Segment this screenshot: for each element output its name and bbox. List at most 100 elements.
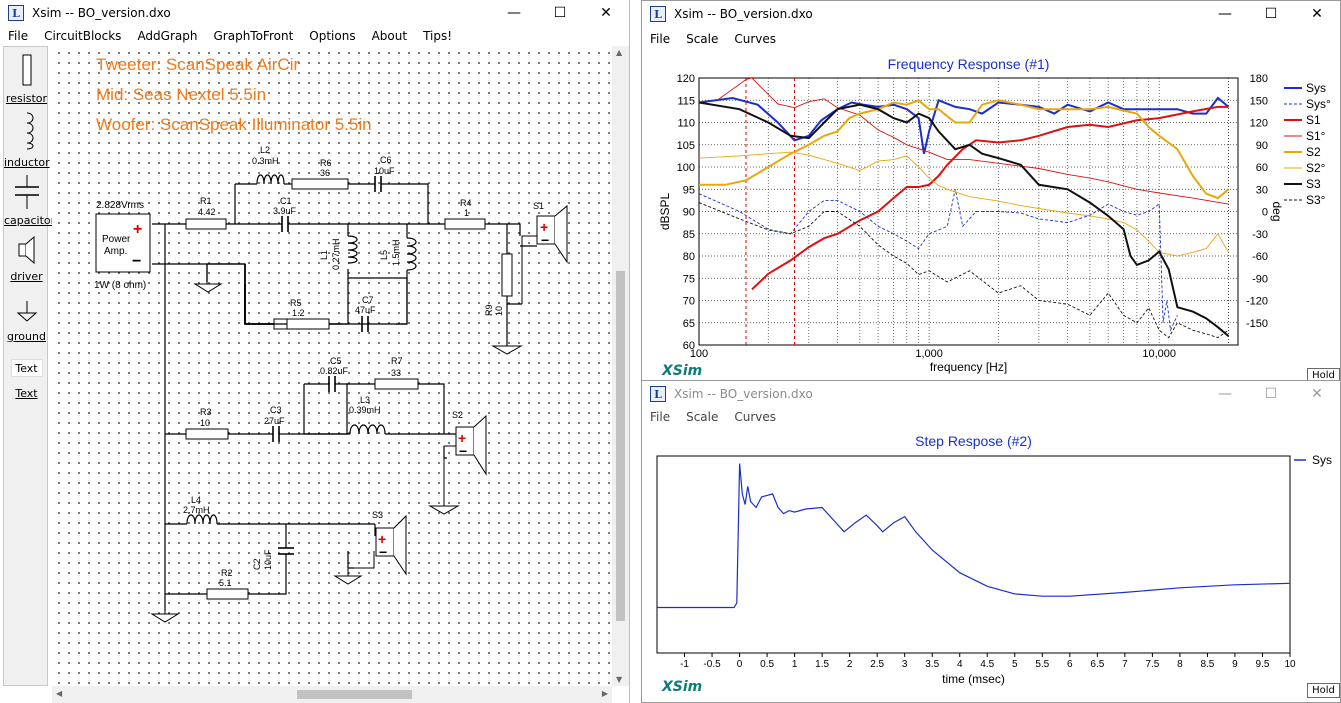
y-tick-label: 90 bbox=[683, 207, 695, 219]
maximize-button[interactable]: ☐ bbox=[553, 5, 567, 21]
palette-text[interactable]: Text Text bbox=[4, 359, 49, 400]
palette-driver[interactable]: driver bbox=[4, 235, 49, 283]
vertical-scrollbar[interactable]: ▲ ▼ bbox=[612, 46, 629, 686]
horizontal-scroll-thumb[interactable] bbox=[297, 690, 412, 699]
scroll-left-icon[interactable]: ◀ bbox=[56, 689, 63, 698]
menu-tips[interactable]: Tips! bbox=[423, 28, 453, 43]
close-button[interactable]: ✕ bbox=[1311, 386, 1323, 402]
series-line-s2-phase bbox=[699, 151, 1229, 257]
minimize-button[interactable]: — bbox=[1218, 6, 1232, 22]
menu-graphtofront[interactable]: GraphToFront bbox=[213, 28, 294, 43]
text-tool-button[interactable]: Text bbox=[10, 359, 43, 377]
palette-ground[interactable]: ground bbox=[4, 299, 49, 343]
vertical-scroll-thumb[interactable] bbox=[616, 271, 625, 621]
maximize-button[interactable]: ☐ bbox=[1264, 386, 1278, 402]
capacitor-c7[interactable] bbox=[361, 316, 369, 332]
wires bbox=[152, 183, 537, 611]
amp-voltage: 2.828Vrms bbox=[96, 200, 144, 211]
scroll-up-icon[interactable]: ▲ bbox=[616, 48, 623, 57]
close-button[interactable]: ✕ bbox=[600, 5, 612, 21]
inductor-l1[interactable] bbox=[347, 235, 358, 264]
resistor-r4[interactable] bbox=[444, 218, 486, 230]
menu-file[interactable]: File bbox=[650, 31, 671, 46]
chart-title: Step Respose (#2) bbox=[915, 433, 1032, 449]
horizontal-scrollbar[interactable]: ◀ ▶ bbox=[52, 686, 612, 703]
menu-addgraph[interactable]: AddGraph bbox=[137, 28, 198, 43]
palette-resistor[interactable]: resistor bbox=[4, 53, 49, 105]
inductor-l3[interactable] bbox=[349, 424, 386, 435]
power-amp[interactable]: 2.828Vrms Power Amp. + − 1W (8 ohm) bbox=[94, 200, 151, 291]
svg-text:1: 1 bbox=[464, 208, 469, 218]
menu-file[interactable]: File bbox=[8, 28, 29, 43]
menu-scale[interactable]: Scale bbox=[686, 409, 719, 424]
capacitor-c5[interactable] bbox=[323, 376, 340, 392]
inductor-l5[interactable] bbox=[406, 237, 417, 271]
minimize-button[interactable]: — bbox=[1218, 386, 1232, 402]
inductor-l4[interactable] bbox=[186, 514, 218, 525]
svg-text:+: + bbox=[133, 221, 142, 238]
svg-text:10: 10 bbox=[494, 306, 504, 316]
y2-tick-label: -150 bbox=[1246, 318, 1268, 330]
menu-file[interactable]: File bbox=[650, 409, 671, 424]
driver-s3[interactable]: S3 + − bbox=[372, 510, 407, 576]
legend-label-s3: S3 bbox=[1306, 177, 1321, 191]
x-tick-label: 1 bbox=[792, 659, 798, 670]
r8-row: R8 bbox=[244, 284, 287, 325]
capacitor-c1[interactable] bbox=[277, 216, 292, 232]
svg-text:C1: C1 bbox=[280, 196, 292, 206]
y-tick-label: 60 bbox=[683, 340, 695, 352]
inductor-l2[interactable] bbox=[256, 174, 285, 185]
ground-icon bbox=[16, 301, 37, 322]
menu-about[interactable]: About bbox=[371, 28, 408, 43]
driver-icon bbox=[18, 235, 34, 265]
svg-text:0.27mH: 0.27mH bbox=[331, 238, 341, 270]
menu-curves[interactable]: Curves bbox=[734, 409, 777, 424]
palette-capacitor[interactable]: capacitor bbox=[4, 175, 55, 227]
svg-text:−: − bbox=[541, 232, 549, 248]
svg-text:L4: L4 bbox=[191, 495, 201, 505]
driver-s1[interactable]: S1 + − bbox=[533, 201, 568, 264]
plot-area bbox=[656, 455, 1291, 654]
resistor-r3[interactable] bbox=[185, 428, 229, 440]
svg-text:C2: C2 bbox=[252, 558, 262, 570]
capacitor-c3[interactable] bbox=[262, 426, 290, 442]
scroll-down-icon[interactable]: ▼ bbox=[616, 675, 623, 684]
frequency-window-titlebar[interactable]: L Xsim -- BO_version.dxo — ☐ ✕ bbox=[642, 1, 1340, 27]
resistor-r9[interactable] bbox=[501, 253, 513, 297]
step-window-titlebar[interactable]: L Xsim -- BO_version.dxo — ☐ ✕ bbox=[642, 381, 1340, 407]
scroll-right-icon[interactable]: ▶ bbox=[601, 689, 608, 698]
resistor-r7[interactable] bbox=[374, 378, 419, 390]
y-tick-label: 115 bbox=[677, 95, 695, 107]
xsim-brand: XSim bbox=[662, 679, 703, 695]
capacitor-c2[interactable] bbox=[278, 536, 294, 566]
schematic-canvas[interactable]: Tweeter: ScanSpeak AirCir Mid: Seas Next… bbox=[52, 46, 612, 686]
menu-scale[interactable]: Scale bbox=[686, 31, 719, 46]
resistor-r8[interactable] bbox=[286, 318, 330, 330]
x-tick-label: 1.5 bbox=[815, 659, 829, 670]
close-button[interactable]: ✕ bbox=[1311, 6, 1323, 22]
resistor-r6[interactable] bbox=[291, 178, 349, 190]
hold-button[interactable]: Hold bbox=[1307, 683, 1340, 698]
resistor-r1[interactable] bbox=[185, 218, 227, 230]
x-tick-label: 6 bbox=[1067, 659, 1073, 670]
capacitor-c6[interactable] bbox=[374, 176, 392, 192]
resistor-r2[interactable] bbox=[206, 588, 249, 600]
x-tick-label: 4.5 bbox=[980, 659, 994, 670]
palette-inductor[interactable]: inductor bbox=[4, 111, 50, 169]
ground-5 bbox=[150, 613, 180, 623]
maximize-button[interactable]: ☐ bbox=[1264, 6, 1278, 22]
menu-options[interactable]: Options bbox=[309, 28, 356, 43]
minimize-button[interactable]: — bbox=[507, 5, 521, 21]
menu-curves[interactable]: Curves bbox=[734, 31, 777, 46]
frequency-response-chart[interactable]: Frequency Response (#1)60657075808590951… bbox=[642, 1, 1341, 385]
app-icon: L bbox=[8, 5, 24, 21]
svg-text:10: 10 bbox=[200, 418, 210, 428]
driver-s2[interactable]: S2 + − bbox=[452, 410, 487, 476]
inductor-icon bbox=[26, 112, 33, 150]
y-axis-label: dBSPL bbox=[658, 192, 672, 230]
svg-text:5.1: 5.1 bbox=[219, 578, 232, 588]
circuit-window-titlebar[interactable]: L Xsim -- BO_version.dxo — ☐ ✕ bbox=[0, 0, 629, 26]
menu-circuitblocks[interactable]: CircuitBlocks bbox=[44, 28, 122, 43]
